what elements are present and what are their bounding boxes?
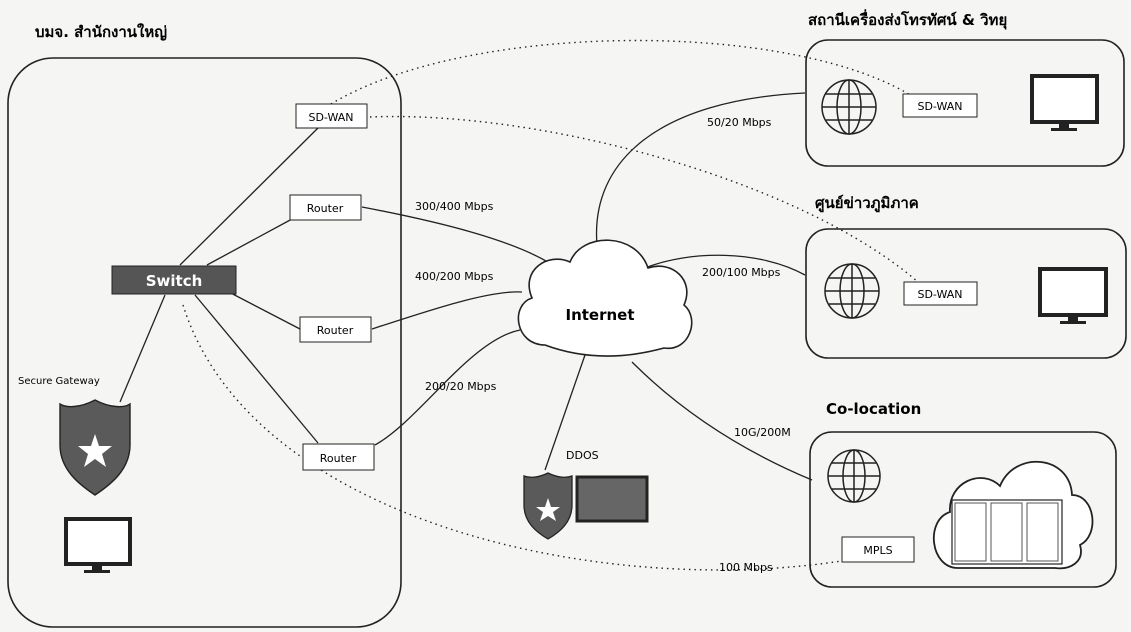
hq-title: บมจ. สำนักงานใหญ่ [35, 23, 167, 41]
secure-gateway-label: Secure Gateway [18, 376, 100, 387]
hq-sdwan-label: SD-WAN [308, 111, 353, 124]
colocation-globe-icon [827, 449, 881, 503]
speed-hq-colocation-mpls: 100 Mbps [719, 561, 773, 574]
switch-router3-link [194, 294, 319, 444]
router2-internet-link [371, 291, 523, 330]
broadcast-site-title: สถานีเครื่องส่งโทรทัศน์ & วิทยุ [808, 9, 1007, 30]
hq-router-1 [289, 194, 362, 221]
hq-sdwan-box [295, 103, 368, 129]
colocation-mpls-box [841, 536, 915, 563]
speed-internet-colocation: 10G/200M [734, 426, 791, 439]
speed-internet-broadcast: 50/20 Mbps [707, 116, 772, 129]
hq-router-1-label: Router [307, 202, 344, 215]
internet-regional-link [644, 254, 806, 276]
internet-label: Internet [565, 306, 634, 324]
hq-switch-label: Switch [146, 272, 203, 290]
colocation-site-container [809, 431, 1117, 588]
regional-site-title: ศูนย์ข่าวภูมิภาค [815, 194, 919, 213]
internet-broadcast-link [595, 92, 806, 246]
broadcast-sdwan-box [902, 93, 978, 118]
broadcast-sdwan-label: SD-WAN [917, 100, 962, 113]
secure-gateway-shield-icon [59, 399, 131, 496]
ddos-shield-icon [523, 472, 573, 540]
broadcast-globe-icon [821, 79, 877, 135]
regional-globe-icon [824, 263, 880, 319]
switch-sdwan-link [179, 127, 319, 266]
router1-internet-link [361, 206, 561, 271]
broadcast-monitor-icon [1030, 74, 1099, 131]
regional-sdwan-box [903, 281, 978, 306]
ddos-appliance-icon [575, 475, 649, 523]
switch-router2-link [224, 289, 301, 330]
hq-monitor-icon [64, 517, 132, 573]
regional-sdwan-label: SD-WAN [917, 288, 962, 301]
sdwan-overlay-links [182, 39, 919, 571]
colocation-datacenter-cloud-icon [932, 461, 1094, 570]
internet-ddos-link [544, 354, 586, 471]
colocation-site-title: Co-location [826, 400, 921, 418]
hq-switch [111, 265, 237, 295]
speed-router1-internet: 300/400 Mbps [415, 200, 494, 213]
speed-router3-internet: 200/20 Mbps [425, 380, 497, 393]
sdwan-link-regional [369, 115, 919, 283]
regional-monitor-icon [1038, 267, 1108, 324]
hq-router-3-label: Router [320, 452, 357, 465]
speed-internet-regional: 200/100 Mbps [702, 266, 781, 279]
internet-cloud-icon [517, 239, 693, 357]
internet-colocation-link [631, 361, 813, 481]
broadcast-site-container [805, 39, 1125, 167]
router3-internet-link [374, 329, 521, 446]
speed-router2-internet: 400/200 Mbps [415, 270, 494, 283]
switch-router1-link [206, 218, 293, 266]
hq-router-2-label: Router [317, 324, 354, 337]
hq-router-3 [302, 443, 375, 471]
hq-container [7, 57, 402, 628]
solid-links [119, 92, 813, 481]
regional-site-container [805, 228, 1127, 359]
switch-gateway-link [119, 294, 166, 403]
colocation-mpls-label: MPLS [863, 544, 892, 557]
ddos-label: DDOS [566, 449, 599, 462]
hq-router-2 [299, 316, 372, 343]
